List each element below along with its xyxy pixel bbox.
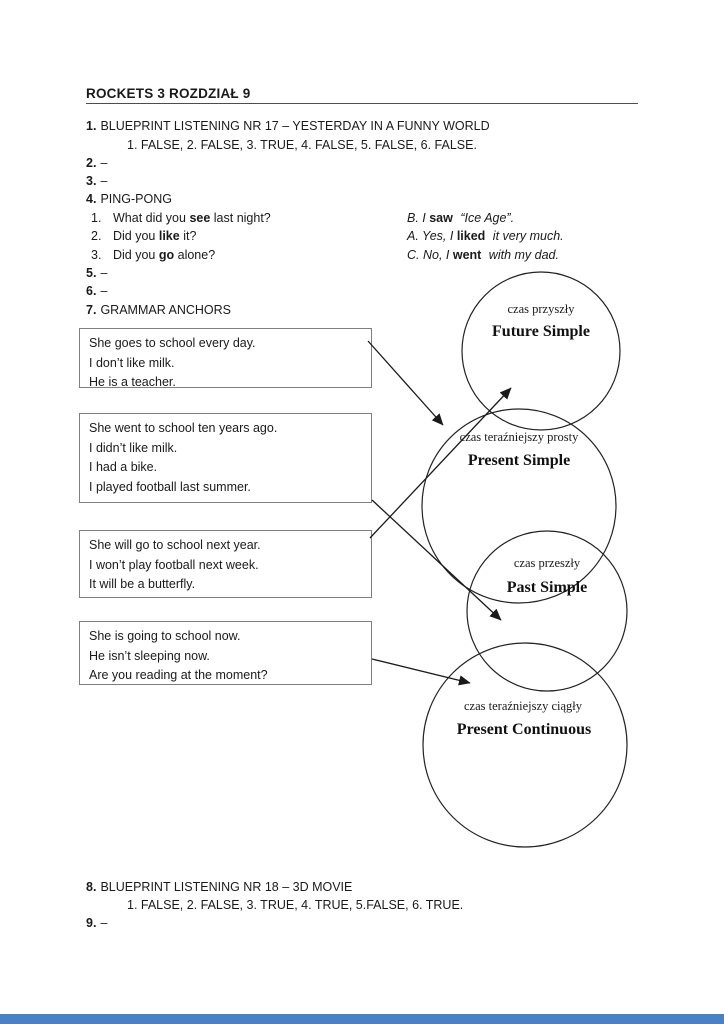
a2-bold: liked	[456, 229, 486, 243]
box4-line1: She is going to school now.	[89, 629, 241, 643]
present-simple-box: She goes to school every day. I don’t li…	[79, 328, 372, 389]
item-7-text: GRAMMAR ANCHORS	[100, 303, 232, 317]
arrow-box3-to-future-simple	[369, 387, 512, 539]
a1-pre: B. I	[407, 211, 430, 225]
item-3-text: –	[100, 174, 108, 188]
box1-line3: He is a teacher.	[89, 375, 176, 389]
present-simple-en-label: Present Simple	[468, 452, 570, 469]
a2-post: it very much.	[489, 229, 564, 243]
item-6-number: 6.	[86, 284, 97, 298]
item-1-answers: 1. FALSE, 2. FALSE, 3. TRUE, 4. FALSE, 5…	[127, 138, 477, 152]
arrow-box1-to-present-simple	[367, 340, 444, 426]
item-4-text: PING-PONG	[100, 192, 172, 206]
past-simple-en-label: Past Simple	[507, 579, 587, 596]
pingpong-a2: A. Yes, I liked it very much.	[407, 227, 564, 245]
future-simple-en-label: Future Simple	[492, 323, 590, 340]
item-5-number: 5.	[86, 266, 97, 280]
item-2-number: 2.	[86, 156, 97, 170]
item-5: 5.–	[86, 264, 107, 282]
item-3: 3.–	[86, 172, 107, 190]
box3-line3: It will be a butterfly.	[89, 577, 196, 591]
a3-post: with my dad.	[485, 248, 559, 262]
arrow-box2-to-past-simple	[371, 499, 502, 621]
present-continuous-circle	[422, 642, 628, 848]
future-simple-circle	[461, 271, 621, 431]
q1-pre: What did you	[113, 211, 190, 225]
item-7-number: 7.	[86, 303, 97, 317]
past-simple-circle	[466, 530, 628, 692]
arrow-box4-to-present-continuous	[371, 658, 471, 686]
q3-bold: go	[158, 248, 175, 262]
item-4-number: 4.	[86, 192, 97, 206]
box2-line4: I played football last summer.	[89, 479, 251, 494]
bottom-accent-bar	[0, 1014, 724, 1024]
future-simple-box: She will go to school next year. I won’t…	[79, 530, 372, 598]
box4-line2: He isn’t sleeping now.	[89, 648, 210, 663]
item-4-heading: 4.PING-PONG	[86, 190, 172, 208]
present-simple-pl-label: czas teraźniejszy prosty	[460, 430, 579, 444]
a3-pre: C. No, I	[407, 248, 453, 262]
pingpong-q3: Did you go alone?	[113, 246, 215, 264]
item-9: 9.–	[86, 914, 107, 932]
a2-pre: A. Yes, I	[407, 229, 457, 243]
pingpong-a3: C. No, I went with my dad.	[407, 246, 559, 264]
past-simple-pl-label: czas przeszły	[514, 556, 581, 570]
item-9-number: 9.	[86, 916, 97, 930]
a3-bold: went	[452, 248, 482, 262]
title-underline	[86, 103, 638, 104]
box2-line1: She went to school ten years ago.	[89, 421, 278, 435]
item-6: 6.–	[86, 282, 107, 300]
box4-line3: Are you reading at the moment?	[89, 668, 268, 682]
present-continuous-box: She is going to school now. He isn’t sle…	[79, 621, 372, 685]
present-continuous-en-label: Present Continuous	[457, 721, 591, 738]
box1-line2: I don’t like milk.	[89, 355, 175, 370]
item-1-number: 1.	[86, 119, 97, 133]
a1-post: “Ice Age”.	[456, 211, 515, 225]
a1-bold: saw	[429, 211, 453, 225]
item-2-text: –	[100, 156, 108, 170]
pingpong-q2-number: 2.	[91, 229, 102, 243]
present-simple-circle	[421, 408, 617, 604]
q2-post: it?	[179, 229, 197, 243]
pingpong-q1: What did you see last night?	[113, 209, 271, 227]
present-continuous-pl-label: czas teraźniejszy ciągły	[464, 699, 583, 713]
future-simple-pl-label: czas przyszły	[508, 302, 576, 316]
q1-bold: see	[189, 211, 211, 225]
item-8-number: 8.	[86, 880, 97, 894]
q2-bold: like	[158, 229, 180, 243]
item-1-text: BLUEPRINT LISTENING NR 17 – YESTERDAY IN…	[100, 119, 490, 133]
past-simple-box: She went to school ten years ago. I didn…	[79, 413, 372, 503]
item-8-text: BLUEPRINT LISTENING NR 18 – 3D MOVIE	[100, 880, 353, 894]
item-8-answers: 1. FALSE, 2. FALSE, 3. TRUE, 4. TRUE, 5.…	[127, 898, 464, 912]
item-6-text: –	[100, 284, 108, 298]
pingpong-a1: B. I saw “Ice Age”.	[407, 209, 514, 227]
item-3-number: 3.	[86, 174, 97, 188]
pingpong-q1-number: 1.	[91, 211, 102, 225]
item-2: 2.–	[86, 154, 107, 172]
q3-pre: Did you	[113, 248, 159, 262]
pingpong-q3-number: 3.	[91, 248, 102, 262]
pingpong-q2: Did you like it?	[113, 227, 196, 245]
item-7-heading: 7.GRAMMAR ANCHORS	[86, 301, 231, 319]
box3-line1: She will go to school next year.	[89, 538, 261, 552]
item-5-text: –	[100, 266, 108, 280]
box1-line1: She goes to school every day.	[89, 336, 256, 350]
item-8-heading: 8.BLUEPRINT LISTENING NR 18 – 3D MOVIE	[86, 878, 352, 896]
item-1-heading: 1.BLUEPRINT LISTENING NR 17 – YESTERDAY …	[86, 117, 490, 135]
box2-line2: I didn’t like milk.	[89, 440, 178, 455]
q2-pre: Did you	[113, 229, 159, 243]
item-9-text: –	[100, 916, 108, 930]
q3-post: alone?	[174, 248, 216, 262]
box3-line2: I won’t play football next week.	[89, 557, 259, 572]
q1-post: last night?	[210, 211, 271, 225]
page-title: ROCKETS 3 ROZDZIAŁ 9	[86, 86, 251, 101]
box2-line3: I had a bike.	[89, 460, 158, 474]
